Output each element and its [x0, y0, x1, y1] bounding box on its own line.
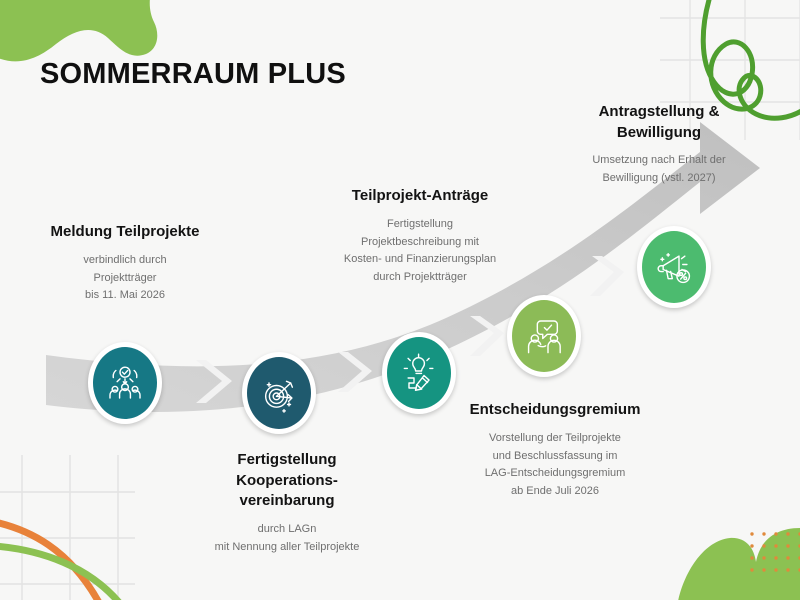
step-2-heading-line-2: Kooperations- — [236, 471, 338, 489]
bottom-left-orange-arc-icon — [0, 519, 102, 600]
step-1-circle — [93, 347, 157, 419]
step-5-body-line-1: Umsetzung nach Erhalt der — [592, 154, 726, 167]
step-2-circle — [247, 357, 311, 429]
step-4-body-line-2: und Beschlussfassung im — [492, 449, 618, 462]
step-1-body-line-3: bis 11. Mai 2026 — [85, 289, 165, 302]
people-check-icon — [109, 366, 141, 399]
step-3-body-line-2: Projektbeschreibung mit — [360, 235, 479, 248]
bottom-right-dots-icon — [750, 532, 800, 572]
step-1-heading: Meldung Teilprojekte — [50, 223, 200, 240]
step-node-3[interactable] — [382, 332, 456, 414]
step-3-circle — [387, 337, 451, 409]
top-left-blob-icon — [0, 0, 158, 62]
step-3-body: Fertigstellung Projektbeschreibung mit K… — [325, 216, 515, 287]
step-2-heading-line-1: Fertigstellung — [237, 451, 337, 468]
bottom-right-blob-icon — [678, 528, 800, 600]
step-2-body-line-1: durch LAGn — [257, 523, 317, 536]
step-5-circle — [642, 231, 706, 303]
top-right-squiggle-icon — [700, 0, 800, 121]
top-right-grid-icon — [660, 0, 800, 140]
step-5-heading-line-2: Bewilligung — [616, 123, 702, 141]
step-node-2[interactable] — [242, 352, 316, 434]
step-4-label: Entscheidungsgremium Vorstellung der Tei… — [452, 400, 658, 501]
step-2-heading: Fertigstellung Kooperations- vereinbarun… — [192, 450, 382, 512]
ribbon-chevrons-icon — [196, 256, 624, 403]
step-5-heading-line-1: Antragstellung & — [598, 103, 720, 120]
step-5-body: Umsetzung nach Erhalt der Bewilligung (v… — [566, 152, 752, 188]
step-1-body-line-1: verbindlich durch — [83, 253, 167, 266]
bottom-left-green-arc-icon — [0, 542, 122, 600]
megaphone-percent-icon — [657, 252, 691, 284]
step-1-body-line-2: Projektträger — [93, 271, 157, 284]
step-2-body-line-2: mit Nennung aller Teilprojekte — [214, 540, 360, 553]
step-4-circle — [512, 300, 576, 372]
step-5-body-line-2: Bewilligung (vstl. 2027) — [602, 172, 716, 185]
step-2-heading-line-3: vereinbarung — [239, 492, 335, 510]
step-1-label: Meldung Teilprojekte verbindlich durch P… — [40, 222, 210, 305]
discussion-check-icon — [527, 320, 561, 354]
page-title: SOMMERRAUM PLUS — [40, 58, 346, 90]
step-4-body: Vorstellung der Teilprojekte und Beschlu… — [452, 430, 658, 501]
step-5-label: Antragstellung & Bewilligung Umsetzung n… — [566, 102, 752, 188]
step-4-body-line-1: Vorstellung der Teilprojekte — [489, 431, 621, 444]
step-3-body-line-4: durch Projektträger — [373, 271, 467, 284]
step-2-label: Fertigstellung Kooperations- vereinbarun… — [192, 450, 382, 557]
step-node-5[interactable] — [637, 226, 711, 308]
step-node-4[interactable] — [507, 295, 581, 377]
step-4-body-line-3: LAG-Entscheidungsgremium — [484, 467, 626, 480]
step-3-body-line-3: Kosten- und Finanzierungsplan — [343, 253, 497, 266]
step-3-label: Teilprojekt-Anträge Fertigstellung Proje… — [325, 186, 515, 287]
step-3-heading: Teilprojekt-Anträge — [351, 187, 489, 204]
step-4-body-line-4: ab Ende Juli 2026 — [510, 485, 600, 498]
step-1-body: verbindlich durch Projektträger bis 11. … — [40, 252, 210, 305]
step-5-heading: Antragstellung & Bewilligung — [566, 102, 752, 143]
target-arrow-icon — [264, 380, 294, 413]
step-3-body-line-1: Fertigstellung — [386, 217, 454, 230]
step-2-body: durch LAGn mit Nennung aller Teilprojekt… — [192, 521, 382, 557]
lightbulb-pencil-icon — [403, 353, 434, 391]
step-node-1[interactable] — [88, 342, 162, 424]
step-4-heading: Entscheidungsgremium — [469, 401, 641, 418]
